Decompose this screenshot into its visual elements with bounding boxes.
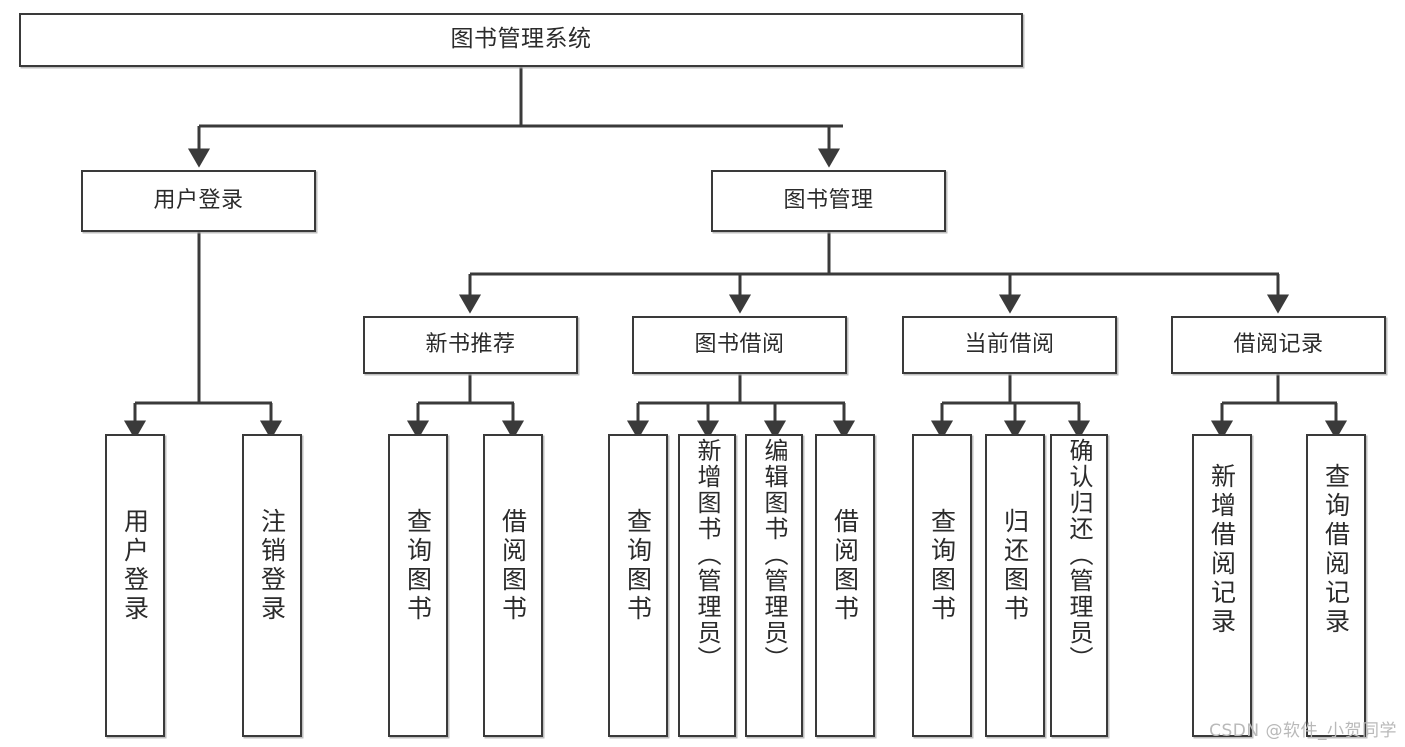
node-leaf-query-book-3[interactable]: 查询图书 [912,434,972,737]
node-current-borrow-label: 当前借阅 [964,331,1055,357]
node-leaf-add-record-label: 新增借阅记录 [1207,463,1237,637]
node-leaf-query-book-3-label: 查询图书 [927,508,957,624]
node-leaf-edit-book[interactable]: 编辑图书（管理员） [745,434,803,737]
node-leaf-logout-label: 注销登录 [257,508,287,624]
node-leaf-add-book-label: 新增图书（管理员） [693,438,721,672]
node-leaf-borrow-book-2-label: 借阅图书 [830,508,860,624]
node-book-borrow-label: 图书借阅 [694,331,785,357]
node-leaf-borrow-book-2[interactable]: 借阅图书 [815,434,875,737]
node-leaf-query-record-label: 查询借阅记录 [1321,463,1351,637]
node-leaf-user-login-label: 用户登录 [120,508,150,624]
node-leaf-query-book-1[interactable]: 查询图书 [388,434,448,737]
node-user-login[interactable]: 用户登录 [81,170,316,232]
node-leaf-logout[interactable]: 注销登录 [242,434,302,737]
node-borrow-record-label: 借阅记录 [1233,331,1324,357]
node-new-book-rec-label: 新书推荐 [425,331,516,357]
node-book-manage-label: 图书管理 [783,187,874,213]
node-leaf-user-login[interactable]: 用户登录 [105,434,165,737]
node-current-borrow[interactable]: 当前借阅 [902,316,1117,374]
node-leaf-return-book-label: 归还图书 [1000,508,1030,624]
node-leaf-borrow-book-1-label: 借阅图书 [498,508,528,624]
csdn-watermark: CSDN @软件_小贺同学 [1209,721,1397,741]
node-leaf-return-book[interactable]: 归还图书 [985,434,1045,737]
node-leaf-query-book-1-label: 查询图书 [403,508,433,624]
node-leaf-add-book[interactable]: 新增图书（管理员） [678,434,736,737]
node-book-manage[interactable]: 图书管理 [711,170,946,232]
node-user-login-label: 用户登录 [153,187,244,213]
node-leaf-query-record[interactable]: 查询借阅记录 [1306,434,1366,737]
node-leaf-borrow-book-1[interactable]: 借阅图书 [483,434,543,737]
node-root[interactable]: 图书管理系统 [19,13,1023,67]
node-root-label: 图书管理系统 [450,26,592,53]
node-leaf-confirm-return[interactable]: 确认归还（管理员） [1050,434,1108,737]
node-borrow-record[interactable]: 借阅记录 [1171,316,1386,374]
node-leaf-confirm-return-label: 确认归还（管理员） [1065,438,1093,672]
node-leaf-add-record[interactable]: 新增借阅记录 [1192,434,1252,737]
node-leaf-query-book-2-label: 查询图书 [623,508,653,624]
node-new-book-rec[interactable]: 新书推荐 [363,316,578,374]
node-book-borrow[interactable]: 图书借阅 [632,316,847,374]
node-leaf-query-book-2[interactable]: 查询图书 [608,434,668,737]
node-leaf-edit-book-label: 编辑图书（管理员） [760,438,788,672]
